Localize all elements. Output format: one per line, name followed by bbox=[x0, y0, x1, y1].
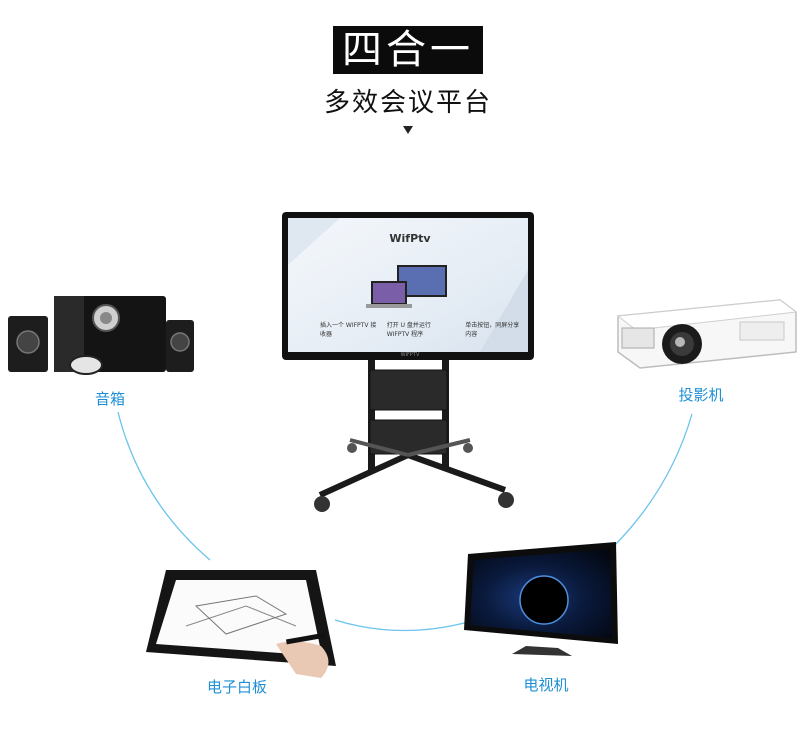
screen-steps: 插入一个 WIFPTV 接收器 打开 U 盘并运行 WIFPTV 程序 单击按钮… bbox=[320, 320, 520, 338]
arc-bottom bbox=[334, 619, 469, 632]
step-1: 插入一个 WIFPTV 接收器 bbox=[320, 322, 377, 338]
label-speaker: 音箱 bbox=[94, 390, 125, 408]
television bbox=[464, 542, 618, 656]
step-3: 单击按钮，同屏分享内容 bbox=[465, 322, 520, 338]
arc-left bbox=[117, 411, 211, 561]
projector bbox=[616, 299, 798, 369]
label-whiteboard: 电子白板 bbox=[206, 678, 267, 696]
subtitle: 多效会议平台 bbox=[323, 88, 492, 118]
speaker-system bbox=[8, 296, 194, 375]
title-badge: 四合一 bbox=[333, 26, 483, 74]
arc-right bbox=[611, 413, 693, 549]
label-tv: 电视机 bbox=[523, 676, 569, 694]
interactive-display-stand bbox=[282, 212, 534, 512]
step-2: 打开 U 盘并运行 WIFPTV 程序 bbox=[386, 322, 431, 338]
electronic-whiteboard bbox=[146, 570, 336, 678]
down-arrow-icon bbox=[403, 126, 413, 134]
label-projector: 投影机 bbox=[678, 386, 724, 404]
bezel-brand: WIFPTV bbox=[400, 352, 420, 358]
screen-logo: WifPtv bbox=[389, 232, 431, 245]
